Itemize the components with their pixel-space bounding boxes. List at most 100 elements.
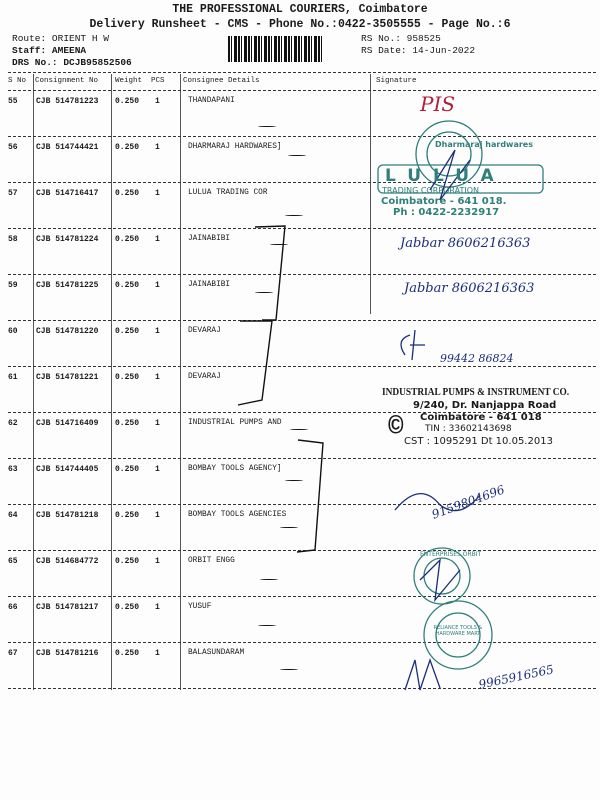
- signature-58: Jabbar 8606216363: [400, 236, 531, 251]
- stamp-lulua-line4: Ph : 0422-2232917: [393, 207, 500, 218]
- col-pcs: PCS: [151, 77, 165, 85]
- table-row: 62 CJB 514716409 0.250 1 INDUSTRIAL PUMPS AN…: [0, 412, 600, 458]
- weight-cell: 0.250: [115, 649, 140, 658]
- row-divider: [8, 458, 596, 459]
- pcs-cell: 1: [155, 327, 160, 336]
- column-line: [180, 74, 181, 690]
- stamp-dharmaraj-text: Dharmaraj hardwares: [435, 140, 533, 149]
- pcs-cell: 1: [155, 143, 160, 152]
- pcs-cell: 1: [155, 281, 160, 290]
- details-cell: BOMBAY TOOLS AGENCIES: [188, 511, 287, 519]
- row-divider: [8, 642, 596, 643]
- details-cell: JAINABIBI: [188, 281, 231, 289]
- pcs-cell: 1: [155, 603, 160, 612]
- pcs-cell: 1: [155, 419, 160, 428]
- col-consignment: Consignment No: [35, 77, 99, 85]
- tick-mark: [288, 155, 306, 156]
- pcs-cell: 1: [155, 235, 160, 244]
- sno-cell: 67: [8, 649, 18, 658]
- sno-cell: 55: [8, 97, 18, 106]
- weight-cell: 0.250: [115, 235, 140, 244]
- row-divider: [8, 596, 596, 597]
- consignment-cell: CJB 514781223: [36, 97, 99, 106]
- details-cell: THANDAPANI: [188, 97, 235, 105]
- stamp-industrial-line3: Coimbatore - 641 018: [420, 412, 542, 423]
- row-divider: [8, 136, 596, 137]
- sno-cell: 58: [8, 235, 18, 244]
- tick-mark: [258, 625, 276, 626]
- stamp-lulua: [377, 164, 544, 194]
- weight-cell: 0.250: [115, 281, 140, 290]
- sno-cell: 66: [8, 603, 18, 612]
- details-cell: BALASUNDARAM: [188, 649, 245, 657]
- details-cell: BOMBAY TOOLS AGENCY]: [188, 465, 282, 473]
- col-details: Consignee Details: [183, 77, 260, 85]
- sno-cell: 63: [8, 465, 18, 474]
- stamp-lulua-line3: Coimbatore - 641 018.: [381, 196, 507, 207]
- consignment-cell: CJB 514781218: [36, 511, 99, 520]
- bracket-mark: [296, 439, 324, 553]
- consignment-cell: CJB 514781220: [36, 327, 99, 336]
- tick-mark: [255, 292, 273, 293]
- drs-label: DRS No.:: [12, 57, 58, 68]
- row-divider: [8, 320, 596, 321]
- sno-cell: 56: [8, 143, 18, 152]
- details-cell: JAINABIBI: [188, 235, 231, 243]
- stamp-industrial-line4: TIN : 33602143698: [425, 424, 512, 434]
- staff-label: Staff:: [12, 45, 47, 56]
- row-divider: [8, 412, 596, 413]
- row-divider: [8, 228, 596, 229]
- drs: DRS No.: DCJB95852506: [12, 57, 132, 68]
- weight-cell: 0.250: [115, 603, 140, 612]
- weight-cell: 0.250: [115, 511, 140, 520]
- company-title: THE PROFESSIONAL COURIERS, Coimbatore: [172, 3, 428, 16]
- consignment-cell: CJB 514781217: [36, 603, 99, 612]
- row-divider: [8, 504, 596, 505]
- sno-cell: 57: [8, 189, 18, 198]
- signature-55: PIS: [420, 92, 456, 116]
- tick-mark: [285, 480, 303, 481]
- weight-cell: 0.250: [115, 419, 140, 428]
- pcs-cell: 1: [155, 649, 160, 658]
- sno-cell: 62: [8, 419, 18, 428]
- tick-mark: [258, 126, 276, 127]
- stamp-industrial-line2: 9/240, Dr. Nanjappa Road: [413, 400, 557, 411]
- weight-cell: 0.250: [115, 465, 140, 474]
- consignment-cell: CJB 514744405: [36, 465, 99, 474]
- bracket-mark: [237, 320, 273, 406]
- stamp-orbit-text: ENTERPRISES ORBIT: [420, 551, 482, 558]
- row-divider: [8, 274, 596, 275]
- details-cell: DEVARAJ: [188, 373, 221, 381]
- drs-value: DCJB95852506: [63, 57, 132, 68]
- signature-60: 99442 86824: [440, 352, 514, 365]
- stamp-industrial-line5: CST : 1095291 Dt 10.05.2013: [404, 436, 553, 447]
- sno-cell: 59: [8, 281, 18, 290]
- barcode: [228, 36, 323, 62]
- col-signature: Signature: [376, 77, 417, 85]
- tick-mark: [280, 669, 298, 670]
- divider: [8, 72, 596, 73]
- rs-date-value: 14-Jun-2022: [412, 45, 476, 56]
- consignment-cell: CJB 514716409: [36, 419, 99, 428]
- row-divider: [8, 366, 596, 367]
- details-cell: INDUSTRIAL PUMPS AND: [188, 419, 282, 427]
- stamp-reliance: [423, 600, 493, 670]
- tick-mark: [280, 527, 298, 528]
- pcs-cell: 1: [155, 465, 160, 474]
- pcs-cell: 1: [155, 97, 160, 106]
- signature-59: Jabbar 8606216363: [404, 281, 535, 296]
- staff: Staff: AMEENA: [12, 45, 86, 56]
- rs-date-label: RS Date:: [361, 45, 407, 56]
- details-cell: DHARMARAJ HARDWARES]: [188, 143, 282, 151]
- route-label: Route:: [12, 33, 47, 44]
- row-divider: [8, 182, 596, 183]
- column-line: [111, 74, 112, 690]
- weight-cell: 0.250: [115, 143, 140, 152]
- details-cell: ORBIT ENGG: [188, 557, 235, 565]
- sno-cell: 61: [8, 373, 18, 382]
